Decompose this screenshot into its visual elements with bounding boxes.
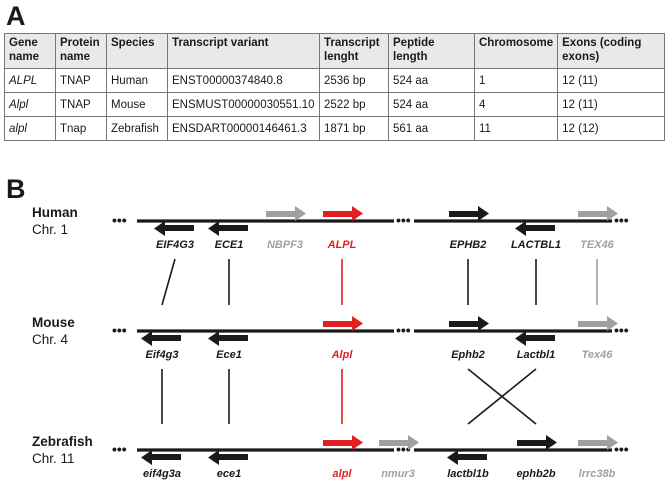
ellipsis-mark: •••	[614, 212, 629, 228]
ellipsis-mark: •••	[112, 441, 127, 457]
gene-arrow-ephb2b	[517, 435, 557, 450]
gene-label-ece1: ECE1	[215, 239, 244, 251]
species-label: Mouse	[32, 315, 75, 330]
gene-arrow-eif4g3	[141, 331, 181, 346]
table-header-row: Gene name Protein name Species Transcrip…	[4, 33, 665, 69]
col-header: Peptide length	[388, 33, 475, 69]
gene-arrow-eif4g3	[154, 221, 194, 236]
ellipsis-mark: •••	[614, 441, 629, 457]
gene-arrow-ece1	[208, 331, 248, 346]
gene-arrow-ece1	[208, 450, 248, 465]
cell-species: Zebrafish	[106, 116, 168, 141]
gene-arrow-alpl	[323, 435, 363, 450]
col-header: Species	[106, 33, 168, 69]
cell-species: Mouse	[106, 92, 168, 117]
gene-label-nmur3: nmur3	[381, 468, 415, 480]
table-row: alpl Tnap Zebrafish ENSDART00000146461.3…	[4, 116, 665, 141]
cell-protein-name: Tnap	[55, 116, 107, 141]
gene-label-tex46: TEX46	[580, 239, 615, 251]
gene-arrow-lrrc38b	[578, 435, 618, 450]
gene-arrow-alpl	[323, 206, 363, 221]
cell-chromosome: 11	[473, 116, 559, 141]
chromosome-label: Chr. 1	[32, 222, 68, 237]
gene-arrow-ece1	[208, 221, 248, 236]
chromosome-label: Chr. 11	[32, 451, 75, 466]
gene-label-ece1: ece1	[217, 468, 241, 480]
species-label: Human	[32, 205, 78, 220]
gene-label-eif4g3a: eif4g3a	[143, 468, 181, 480]
chromosome-label: Chr. 4	[32, 332, 69, 347]
table-row: Alpl TNAP Mouse ENSMUST00000030551.10 25…	[4, 92, 665, 117]
cell-transcript-length: 2536 bp	[319, 68, 389, 93]
gene-arrow-nbpf3	[266, 206, 306, 221]
ellipsis-mark: •••	[112, 322, 127, 338]
cell-transcript-variant: ENSMUST00000030551.10	[167, 92, 320, 117]
ellipsis-mark: •••	[112, 212, 127, 228]
col-header: Exons (coding exons)	[557, 33, 665, 69]
col-header: Chromosome	[473, 33, 559, 69]
gene-label-alpl: alpl	[333, 468, 353, 480]
gene-label-tex46: Tex46	[582, 349, 614, 361]
gene-label-ephb2: EPHB2	[450, 239, 487, 251]
gene-info-table: Gene name Protein name Species Transcrip…	[4, 33, 665, 141]
gene-label-eif4g3: Eif4g3	[145, 349, 178, 361]
species-label: Zebrafish	[32, 434, 93, 449]
gene-arrow-eif4g3a	[141, 450, 181, 465]
gene-arrow-tex46	[578, 316, 618, 331]
gene-label-eif4g3: EIF4G3	[156, 239, 194, 251]
gene-label-ece1: Ece1	[216, 349, 242, 361]
cell-exons: 12 (12)	[557, 116, 665, 141]
cell-transcript-length: 2522 bp	[319, 92, 389, 117]
gene-arrow-tex46	[578, 206, 618, 221]
col-header: Protein name	[55, 33, 107, 69]
ortholog-link-lactbl1-lactbl1b	[467, 368, 537, 425]
ellipsis-mark: •••	[396, 212, 411, 228]
gene-arrow-ephb2	[449, 206, 489, 221]
gene-arrow-ephb2	[449, 316, 489, 331]
gene-label-lactbl1b: lactbl1b	[447, 468, 489, 480]
cell-gene-name: alpl	[4, 116, 56, 141]
cell-peptide-length: 524 aa	[388, 92, 475, 117]
cell-peptide-length: 524 aa	[388, 68, 475, 93]
col-header: Transcript variant	[167, 33, 320, 69]
cell-transcript-variant: ENSDART00000146461.3	[167, 116, 320, 141]
cell-transcript-variant: ENST00000374840.8	[167, 68, 320, 93]
gene-label-lrrc38b: lrrc38b	[579, 468, 616, 480]
cell-transcript-length: 1871 bp	[319, 116, 389, 141]
gene-label-lactbl1: Lactbl1	[517, 349, 556, 361]
gene-arrow-alpl	[323, 316, 363, 331]
cell-peptide-length: 561 aa	[388, 116, 475, 141]
cell-protein-name: TNAP	[55, 92, 107, 117]
gene-label-ephb2: Ephb2	[451, 349, 485, 361]
gene-arrow-lactbl1	[515, 221, 555, 236]
gene-label-lactbl1: LACTBL1	[511, 239, 561, 251]
gene-arrow-nmur3	[379, 435, 419, 450]
ortholog-link-eif4g3-eif4g3	[161, 258, 176, 306]
gene-label-alpl: ALPL	[327, 239, 357, 251]
gene-arrow-lactbl1b	[447, 450, 487, 465]
ellipsis-mark: •••	[614, 322, 629, 338]
gene-label-nbpf3: NBPF3	[267, 239, 303, 251]
panel-a-letter: A	[6, 1, 26, 31]
panel-b-letter: B	[6, 174, 26, 204]
ellipsis-mark: •••	[396, 322, 411, 338]
gene-arrow-lactbl1	[515, 331, 555, 346]
gene-label-alpl: Alpl	[331, 349, 354, 361]
gene-label-ephb2b: ephb2b	[516, 468, 555, 480]
